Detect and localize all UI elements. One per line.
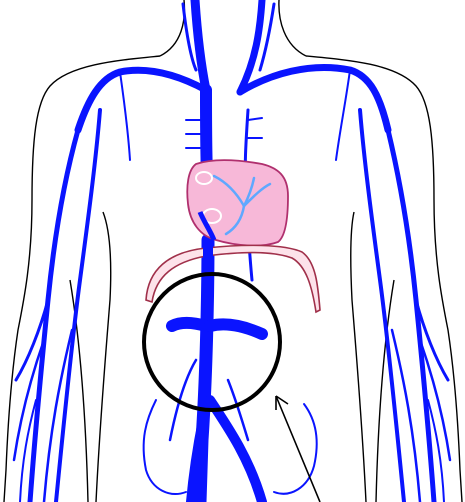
right-subclavian-vein [240,67,388,130]
heart [187,160,288,245]
right-cephalic-vein [388,130,434,502]
right-armpit-outline [351,212,366,502]
neck-right-outline [279,0,306,56]
right-iliac-vein [210,400,262,502]
pointer-head [276,396,288,410]
left-armpit-outline [96,212,111,502]
renal-vein-right [210,324,262,334]
left-basilic-vein [56,110,100,502]
left-cephalic-vein [30,130,78,502]
pointer-arrow [276,396,320,502]
azygos-branch-1 [248,118,262,120]
renal-vein-left [172,323,206,326]
pointer-line [276,396,320,502]
right-jugular-vein [240,0,262,92]
right-chest-branch [336,70,350,160]
pelvic-branch-left [144,400,186,494]
left-chest-branch [120,72,130,160]
left-arm-inner [70,280,88,502]
left-jugular-vein [195,0,206,90]
neck-left-outline [160,0,184,56]
